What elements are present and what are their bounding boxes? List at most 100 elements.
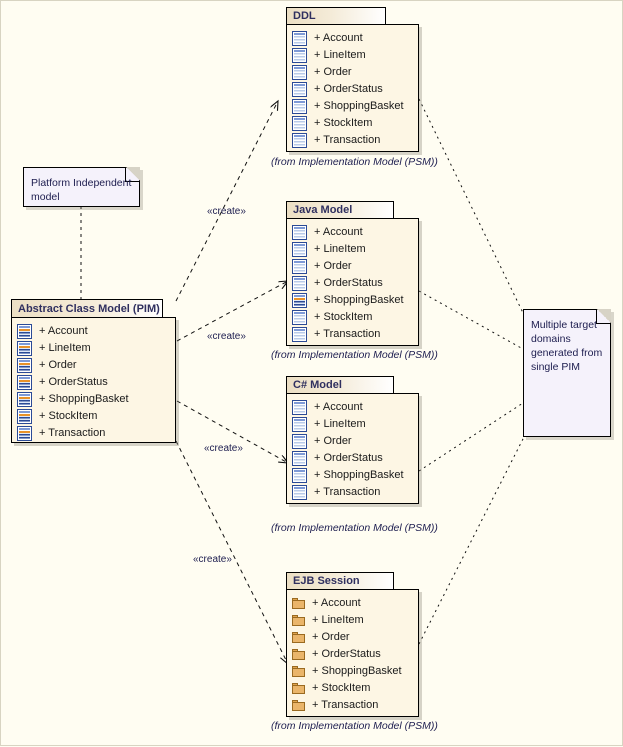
table-icon — [292, 115, 307, 131]
member-label: + LineItem — [312, 614, 364, 626]
table-icon — [292, 224, 307, 240]
list-item[interactable]: + Order — [292, 64, 414, 80]
member-label: + Transaction — [314, 486, 381, 498]
list-item[interactable]: + OrderStatus — [17, 374, 171, 390]
package-title: C# Model — [286, 376, 394, 394]
list-item[interactable]: + StockItem — [292, 115, 414, 131]
table-icon — [292, 258, 307, 274]
table-icon — [292, 399, 307, 415]
list-item[interactable]: + LineItem — [292, 416, 414, 432]
list-item[interactable]: + LineItem — [292, 612, 414, 628]
note-text: Platform Independent model — [31, 177, 132, 203]
member-label: + StockItem — [314, 117, 373, 129]
table-icon — [292, 98, 307, 114]
package-title: EJB Session — [286, 572, 394, 590]
list-item[interactable]: + Account — [292, 30, 414, 46]
list-item[interactable]: + OrderStatus — [292, 275, 414, 291]
folder-icon — [292, 597, 305, 610]
member-label: + Transaction — [39, 427, 106, 439]
member-label: + ShoppingBasket — [39, 393, 129, 405]
package-caption: (from Implementation Model (PSM)) — [271, 156, 438, 168]
list-item[interactable]: + Transaction — [17, 425, 171, 441]
list-item[interactable]: + Transaction — [292, 326, 414, 342]
member-label: + LineItem — [314, 418, 366, 430]
member-label: + Order — [39, 359, 77, 371]
package-java-model[interactable]: Java Model + Account + LineItem + Order … — [286, 201, 419, 346]
list-item[interactable]: + Transaction — [292, 132, 414, 148]
list-item[interactable]: + Transaction — [292, 697, 414, 713]
member-label: + LineItem — [314, 243, 366, 255]
table-icon — [292, 132, 307, 148]
note-multiple-target-domains: Multiple target domains generated from s… — [523, 309, 611, 437]
link-note-java — [418, 290, 524, 350]
class-icon — [17, 374, 32, 390]
class-box-abstract-class-model[interactable]: Abstract Class Model (PIM) + Account + L… — [11, 299, 176, 443]
note-text: Multiple target domains generated from s… — [531, 319, 603, 373]
list-item[interactable]: + StockItem — [292, 309, 414, 325]
folder-icon — [292, 665, 305, 678]
package-csharp-model[interactable]: C# Model + Account + LineItem + Order + … — [286, 376, 419, 504]
list-item[interactable]: + ShoppingBasket — [292, 98, 414, 114]
table-icon — [292, 64, 307, 80]
member-label: + ShoppingBasket — [314, 100, 404, 112]
member-label: + OrderStatus — [314, 277, 383, 289]
member-label: + Account — [314, 226, 363, 238]
member-label: + OrderStatus — [39, 376, 108, 388]
folder-icon — [292, 648, 305, 661]
table-icon — [292, 326, 307, 342]
member-label: + StockItem — [39, 410, 98, 422]
table-icon — [292, 47, 307, 63]
folder-icon — [292, 614, 305, 627]
list-item[interactable]: + Order — [292, 629, 414, 645]
folder-icon — [292, 682, 305, 695]
member-label: + Account — [314, 401, 363, 413]
class-icon — [17, 408, 32, 424]
table-icon — [292, 275, 307, 291]
package-body: + Account + LineItem + Order + OrderStat… — [286, 218, 419, 346]
list-item[interactable]: + Transaction — [292, 484, 414, 500]
list-item[interactable]: + StockItem — [292, 680, 414, 696]
member-label: + Account — [314, 32, 363, 44]
member-label: + Order — [312, 631, 350, 643]
list-item[interactable]: + Order — [17, 357, 171, 373]
list-item[interactable]: + OrderStatus — [292, 646, 414, 662]
member-label: + Order — [314, 66, 352, 78]
class-icon — [17, 323, 32, 339]
member-label: + OrderStatus — [312, 648, 381, 660]
member-label: + LineItem — [39, 342, 91, 354]
member-label: + StockItem — [312, 682, 371, 694]
list-item[interactable]: + Order — [292, 258, 414, 274]
member-label: + Transaction — [314, 134, 381, 146]
list-item[interactable]: + ShoppingBasket — [292, 663, 414, 679]
connector-label-create-csharp: «create» — [204, 443, 243, 454]
list-item[interactable]: + ShoppingBasket — [292, 292, 414, 308]
class-icon — [292, 292, 307, 308]
member-label: + Order — [314, 435, 352, 447]
list-item[interactable]: + LineItem — [292, 241, 414, 257]
class-box-body: + Account + LineItem + Order + OrderStat… — [11, 317, 176, 443]
list-item[interactable]: + Account — [292, 224, 414, 240]
class-icon — [17, 340, 32, 356]
package-title: DDL — [286, 7, 386, 25]
package-body: + Account + LineItem + Order + OrderStat… — [286, 24, 419, 152]
list-item[interactable]: + Account — [292, 399, 414, 415]
list-item[interactable]: + OrderStatus — [292, 450, 414, 466]
link-note-ddl — [418, 98, 527, 320]
list-item[interactable]: + StockItem — [17, 408, 171, 424]
list-item[interactable]: + Order — [292, 433, 414, 449]
list-item[interactable]: + Account — [292, 595, 414, 611]
table-icon — [292, 484, 307, 500]
table-icon — [292, 467, 307, 483]
list-item[interactable]: + Account — [17, 323, 171, 339]
class-icon — [17, 357, 32, 373]
package-ejb-session[interactable]: EJB Session + Account + LineItem + Order… — [286, 572, 419, 717]
list-item[interactable]: + LineItem — [17, 340, 171, 356]
package-ddl[interactable]: DDL + Account + LineItem + Order + Order… — [286, 7, 419, 152]
list-item[interactable]: + LineItem — [292, 47, 414, 63]
list-item[interactable]: + OrderStatus — [292, 81, 414, 97]
class-icon — [17, 391, 32, 407]
table-icon — [292, 309, 307, 325]
list-item[interactable]: + ShoppingBasket — [17, 391, 171, 407]
list-item[interactable]: + ShoppingBasket — [292, 467, 414, 483]
